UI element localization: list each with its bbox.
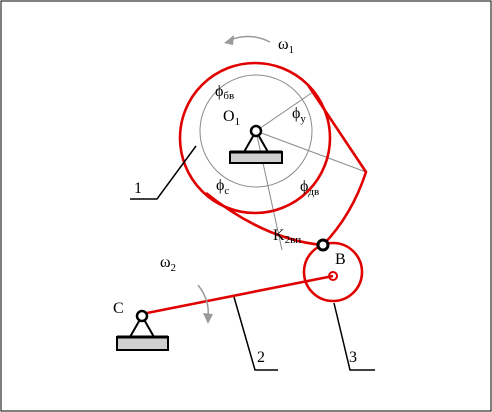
omega2-arrow bbox=[197, 284, 213, 324]
cam-return-flank bbox=[205, 191, 324, 247]
joint-C bbox=[135, 309, 149, 323]
rocker-arm bbox=[141, 274, 334, 316]
label-part3: 3 bbox=[349, 349, 357, 366]
base-circle bbox=[199, 74, 313, 188]
label-part2: 2 bbox=[257, 349, 265, 366]
roller-circle bbox=[302, 241, 364, 303]
label-B: B bbox=[335, 251, 346, 268]
leader-part2 bbox=[233, 296, 278, 371]
support-C bbox=[116, 309, 169, 351]
label-phi-c: ϕс bbox=[216, 177, 229, 197]
cam-rise-flank bbox=[306, 84, 368, 246]
contact-point-K bbox=[316, 238, 330, 252]
label-phi-bv: ϕбв bbox=[215, 83, 234, 102]
leader-part1 bbox=[130, 145, 197, 200]
label-part1: 1 bbox=[134, 180, 142, 197]
joint-O1 bbox=[249, 124, 263, 138]
label-phi-dv: ϕдв bbox=[300, 178, 319, 198]
omega1-arrow bbox=[224, 35, 271, 45]
support-O1 bbox=[229, 124, 283, 164]
label-phi-u: ϕу bbox=[292, 105, 306, 125]
label-O1: O1 bbox=[223, 108, 240, 128]
leader-part3 bbox=[333, 302, 375, 371]
label-omega1: ω1 bbox=[278, 36, 294, 56]
leader-lines bbox=[130, 145, 375, 371]
label-omega2: ω2 bbox=[160, 254, 176, 274]
label-K: K2вп bbox=[273, 227, 301, 246]
cam-rest-circle bbox=[178, 61, 332, 215]
label-C: C bbox=[113, 300, 124, 317]
cam-profile bbox=[178, 61, 368, 247]
